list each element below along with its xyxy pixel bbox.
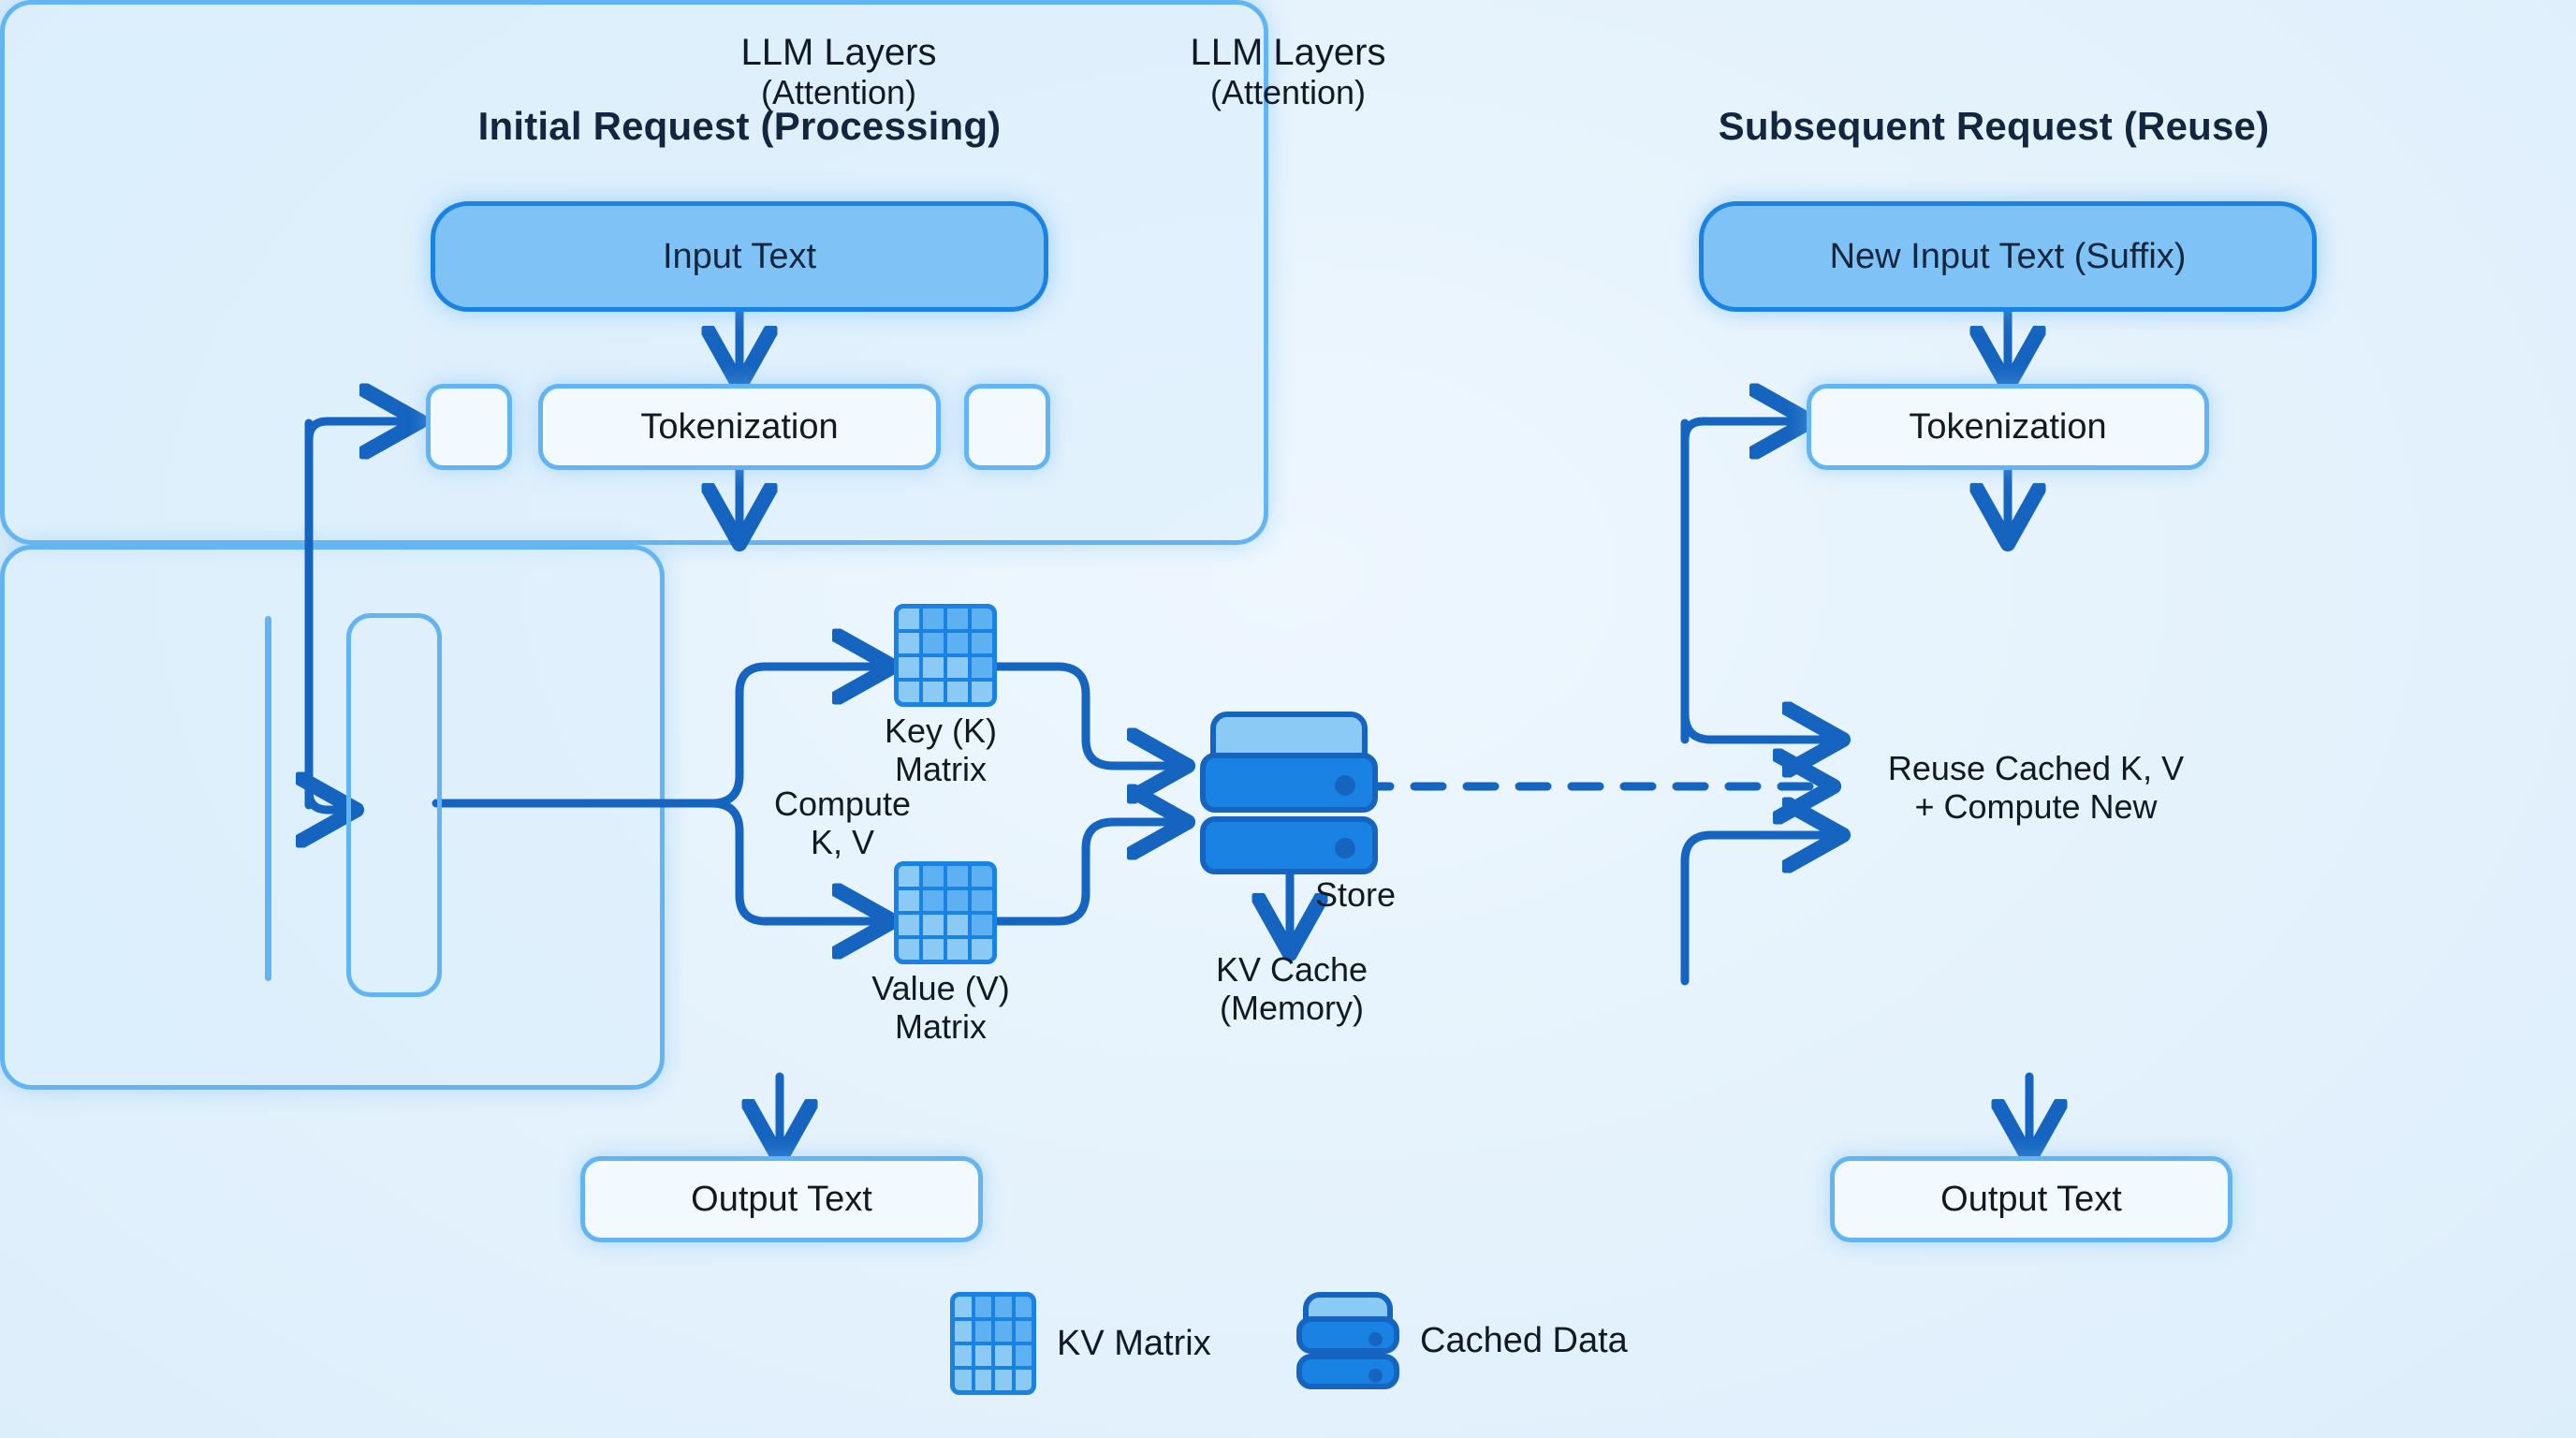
server-led-2 xyxy=(1335,838,1355,858)
server-led-1 xyxy=(1335,775,1355,796)
tokenization-box-right[interactable]: Tokenization xyxy=(1807,384,2209,470)
wire-trunk-to-value xyxy=(707,799,885,921)
llm-layer-rule-left xyxy=(265,616,271,981)
server-tier-2 xyxy=(1200,816,1378,874)
server-tier-1 xyxy=(1200,753,1378,813)
server-led-1 xyxy=(1368,1332,1383,1346)
kv-cache-label: KV Cache(Memory) xyxy=(1215,950,1368,1028)
kv-cache-server-icon xyxy=(1200,712,1378,874)
key-matrix-label: Key (K)Matrix xyxy=(884,712,998,789)
output-text-box-right[interactable]: Output Text xyxy=(1830,1156,2232,1242)
wire-trunk-to-key xyxy=(707,667,885,808)
llm-layers-title-main-left: LLM Layers xyxy=(740,32,937,73)
key-matrix-icon xyxy=(894,604,997,707)
store-label: Store xyxy=(1315,875,1397,914)
tokenization-box-left[interactable]: Tokenization xyxy=(538,384,941,470)
legend-item-kv-matrix: KV Matrix xyxy=(950,1292,1211,1395)
legend-label-kv-matrix: KV Matrix xyxy=(1057,1323,1211,1363)
legend-label-cached-data: Cached Data xyxy=(1420,1320,1628,1360)
llm-layers-title-left: LLM Layers (Attention) xyxy=(0,32,1986,111)
output-text-box-left[interactable]: Output Text xyxy=(580,1156,983,1242)
cached-data-server-icon xyxy=(1296,1292,1399,1389)
server-led-2 xyxy=(1368,1369,1383,1383)
llm-layers-title-main-right: LLM Layers xyxy=(1190,32,1386,73)
server-tier-2 xyxy=(1296,1354,1399,1389)
column-title-initial: Initial Request (Processing) xyxy=(477,104,1002,148)
legend-item-cached-data: Cached Data xyxy=(1296,1292,1628,1389)
wire-feedback-into-llm-right-1 xyxy=(1680,418,1835,740)
wire-key-to-cache xyxy=(978,662,1179,766)
llm-layers-subtitle-left: (Attention) xyxy=(760,72,917,111)
llm-layers-title-right: LLM Layers (Attention) xyxy=(0,32,2576,111)
column-title-subsequent: Subsequent Request (Reuse) xyxy=(1718,104,2270,148)
wire-feedback-up-right xyxy=(1680,421,1802,744)
input-text-box-right[interactable]: New Input Text (Suffix) xyxy=(1699,201,2317,312)
input-text-box-left[interactable]: Input Text xyxy=(431,201,1048,312)
server-tier-1 xyxy=(1296,1316,1399,1354)
value-matrix-icon xyxy=(894,861,997,964)
wire-value-to-cache xyxy=(978,822,1179,926)
reuse-cached-kv-label: Reuse Cached K, V+ Compute New xyxy=(1887,749,2185,827)
llm-layers-panel-right: LLM Layers (Attention) xyxy=(0,32,1385,1090)
kv-matrix-icon xyxy=(950,1292,1036,1395)
wire-feedback-into-llm-right-2 xyxy=(1680,835,1835,986)
token-slot-left-1 xyxy=(426,384,512,470)
llm-layers-subtitle-right: (Attention) xyxy=(1209,72,1367,111)
llm-attention-slab-left xyxy=(346,613,442,997)
token-slot-left-2 xyxy=(964,384,1050,470)
wire-feedback-down-left xyxy=(309,418,348,810)
value-matrix-label: Value (V)Matrix xyxy=(871,969,1010,1047)
